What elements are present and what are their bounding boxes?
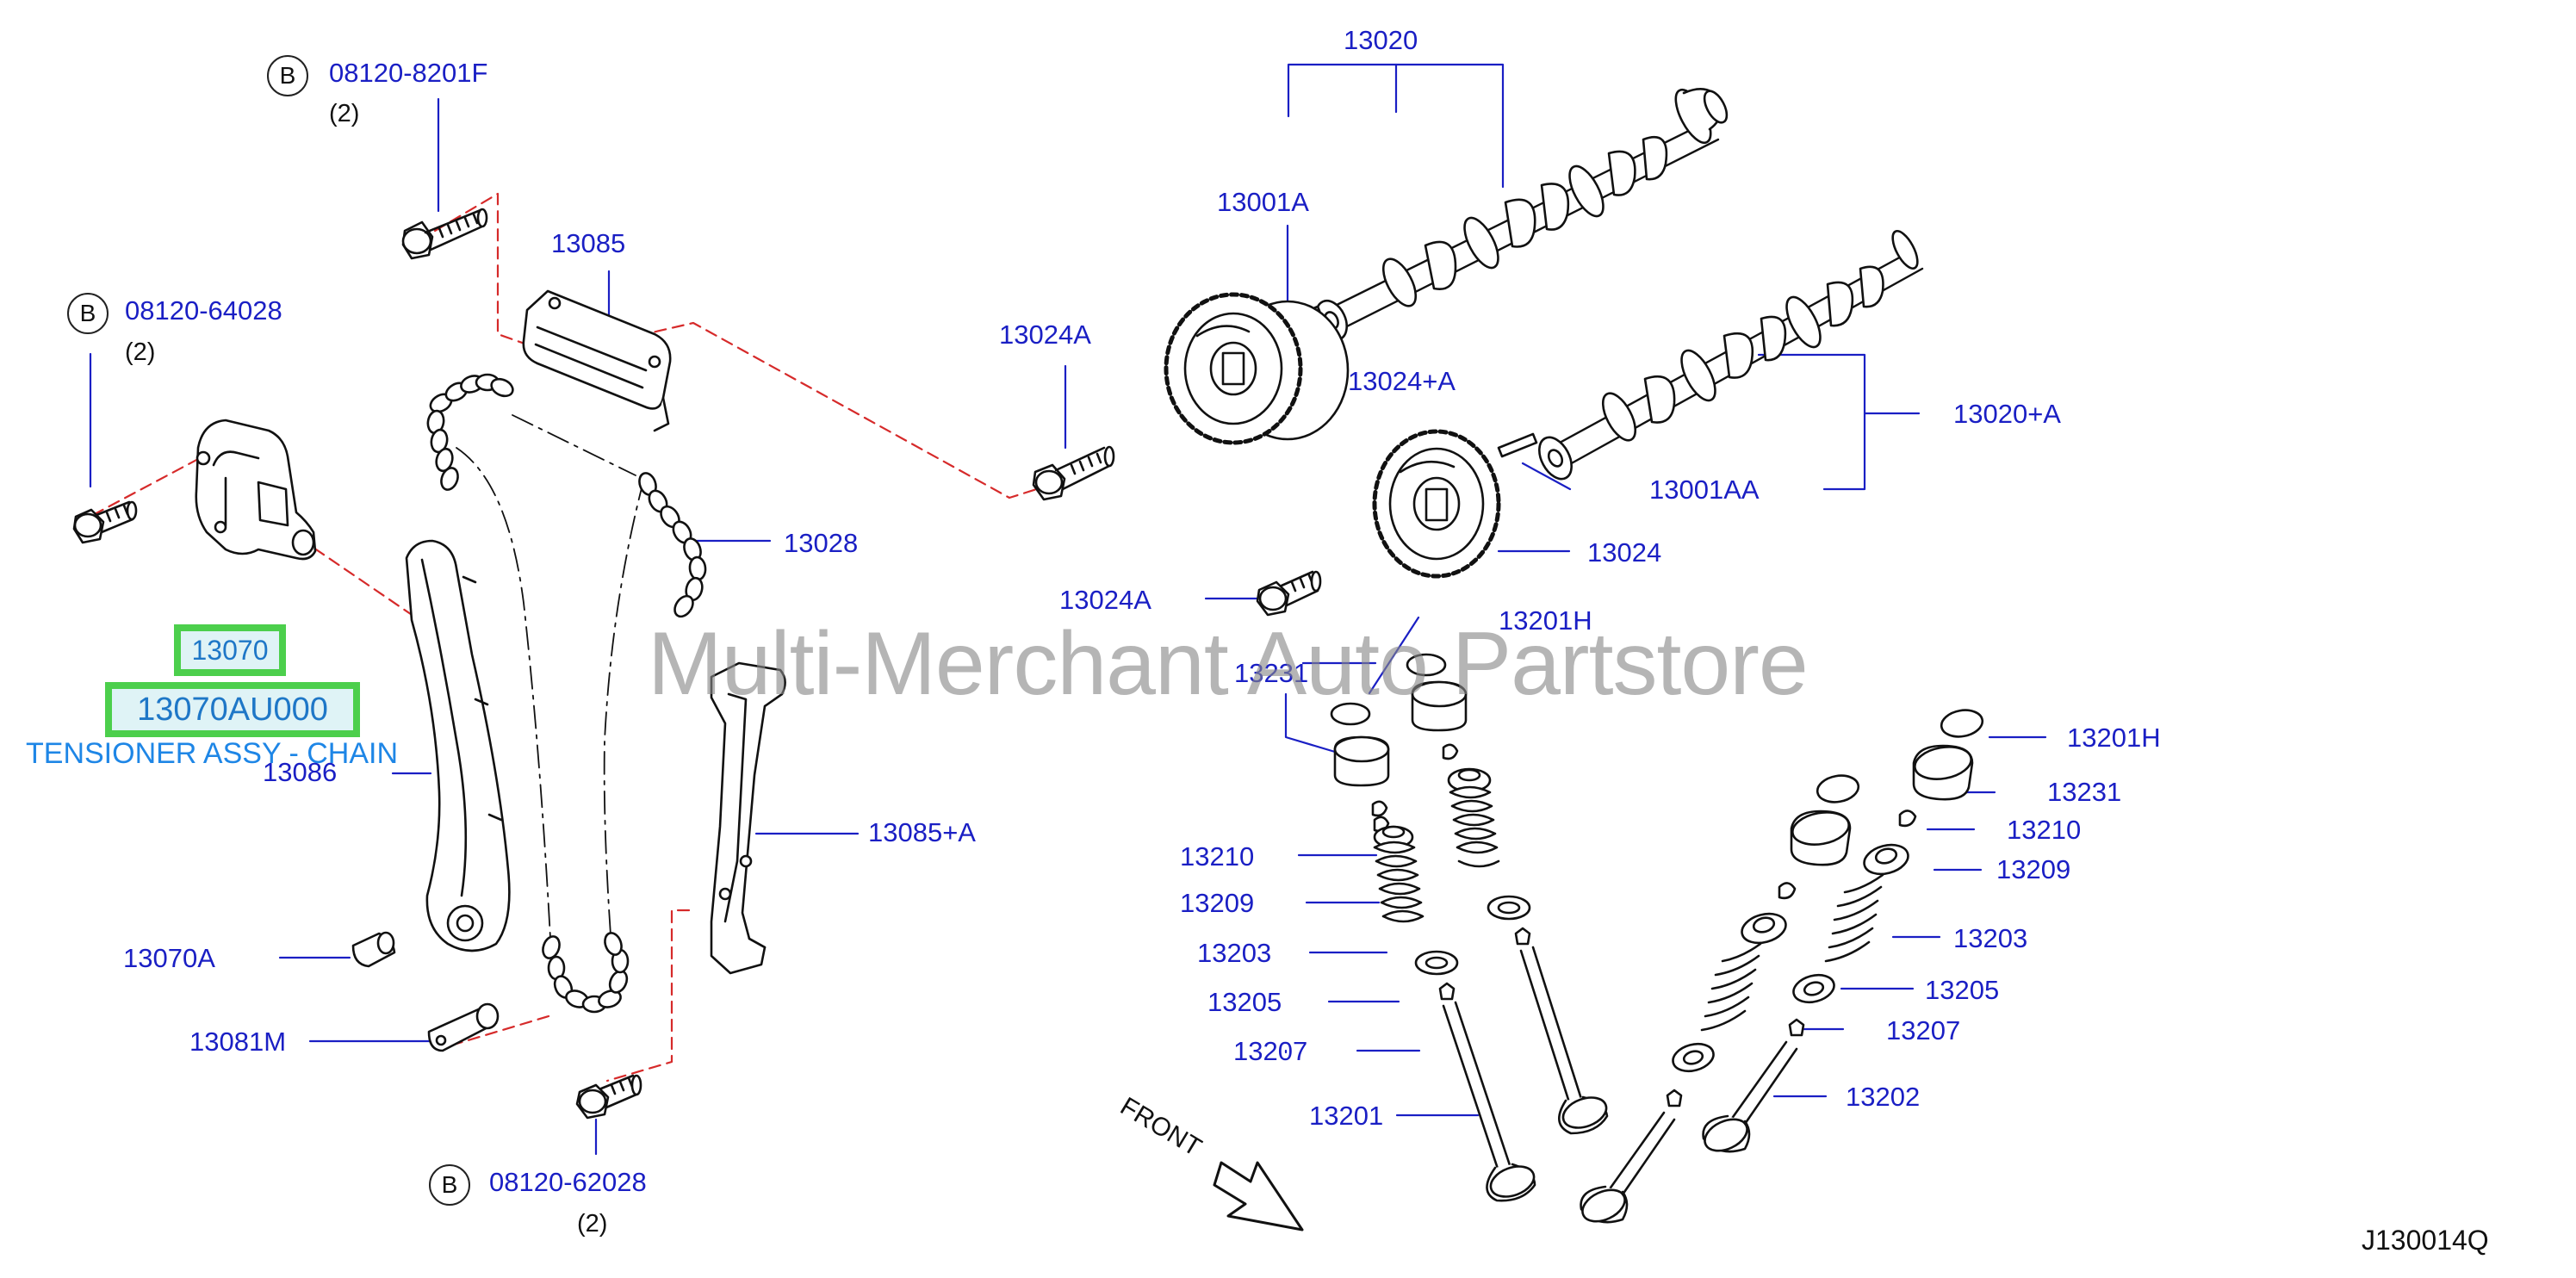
valve-train-right	[1702, 709, 1984, 1153]
part-13203-left-label[interactable]: 13203	[1197, 938, 1272, 968]
highlighted-oem-number[interactable]: 13070AU000	[105, 682, 360, 737]
part-13081M-label[interactable]: 13081M	[189, 1027, 287, 1057]
part-13207-left-label[interactable]: 13207	[1233, 1036, 1308, 1066]
part-description: TENSIONER ASSY - CHAIN	[26, 737, 399, 770]
upper-chain-guide-13085	[522, 289, 672, 432]
part-13231-left-label[interactable]: 13231	[1234, 658, 1309, 688]
diagram-code: J130014Q	[2362, 1225, 2489, 1256]
chain-upper-left	[426, 373, 514, 491]
camshaft-lower	[1538, 229, 1924, 481]
valve-train-right-inner	[1580, 774, 1860, 1224]
part-13070A-label[interactable]: 13070A	[123, 943, 215, 973]
bolt-13024A-top	[1032, 445, 1115, 501]
part-13210-left-label[interactable]: 13210	[1180, 841, 1255, 872]
part-13024A-label[interactable]: 13024A	[999, 320, 1091, 350]
part-13202-label[interactable]: 13202	[1846, 1082, 1921, 1112]
part-13201H-left-label[interactable]: 13201H	[1499, 605, 1592, 636]
cam-sprocket-13024A	[1164, 292, 1350, 445]
camshaft-upper	[1315, 88, 1729, 342]
bolt-08120-62028	[575, 1074, 642, 1120]
part-13201H-right-label[interactable]: 13201H	[2067, 723, 2161, 753]
bolt-marker-circle: B	[429, 1164, 470, 1206]
part-13020-label[interactable]: 13020	[1344, 25, 1418, 55]
front-direction-arrow	[1213, 1161, 1304, 1231]
pin-13081M	[427, 1002, 500, 1052]
part-13085A-plus-label[interactable]: 13085+A	[868, 817, 976, 847]
part-08120-8201F-label[interactable]: 08120-8201F	[329, 58, 488, 88]
dowel-pin-13001AA	[1497, 432, 1538, 458]
part-08120-64028-label[interactable]: 08120-64028	[125, 295, 282, 326]
chain-tension-guide-13086	[405, 539, 511, 952]
part-13086-label[interactable]: 13086	[263, 757, 338, 787]
bolt-13024A-mid	[1256, 570, 1322, 617]
part-13001A-label[interactable]: 13001A	[1217, 187, 1309, 217]
chain-slack-guide-13085A	[710, 661, 786, 975]
part-13024A-plus-label[interactable]: 13024+A	[1348, 366, 1456, 396]
part-13210-right-label[interactable]: 13210	[2007, 815, 2082, 845]
valve-train-center	[1406, 653, 1609, 1135]
part-13024-label[interactable]: 13024	[1587, 537, 1662, 568]
quantity-08120-64028: (2)	[125, 338, 156, 366]
part-13231-right-label[interactable]: 13231	[2047, 777, 2122, 807]
quantity-08120-62028: (2)	[577, 1210, 608, 1238]
assembly-guide-lines	[91, 192, 1044, 1083]
part-13205-left-label[interactable]: 13205	[1207, 987, 1282, 1017]
chain-tensioner-13070	[195, 419, 317, 561]
part-13001AA-label[interactable]: 13001AA	[1649, 475, 1760, 505]
chain-bottom	[542, 932, 630, 1014]
part-13209-left-label[interactable]: 13209	[1180, 888, 1255, 918]
cam-sprocket-13024	[1372, 429, 1501, 579]
quantity-08120-8201F: (2)	[329, 100, 360, 127]
highlighted-part-number[interactable]: 13070	[174, 624, 286, 676]
part-13201-label[interactable]: 13201	[1309, 1101, 1384, 1131]
chain-path	[456, 414, 645, 955]
part-13203-right-label[interactable]: 13203	[1953, 923, 2028, 953]
part-13209-right-label[interactable]: 13209	[1996, 854, 2071, 884]
part-13024A-mid-label[interactable]: 13024A	[1059, 585, 1151, 615]
part-13207-right-label[interactable]: 13207	[1886, 1015, 1961, 1045]
valve-train-left	[1330, 702, 1536, 1202]
part-13020A-plus-label[interactable]: 13020+A	[1953, 399, 2061, 429]
bolt-marker-circle: B	[67, 293, 109, 334]
bolt-08120-64028	[72, 500, 138, 544]
part-08120-62028-label[interactable]: 08120-62028	[489, 1167, 647, 1197]
chain-right	[638, 472, 707, 618]
part-13028-label[interactable]: 13028	[784, 528, 859, 558]
bolt-08120-8201F	[401, 208, 488, 260]
store-watermark: Multi-Merchant Auto Partstore	[648, 614, 1809, 714]
leader-lines	[89, 63, 2047, 1156]
part-13085-label[interactable]: 13085	[551, 228, 626, 258]
pin-13070A	[351, 931, 396, 968]
bolt-marker-circle: B	[267, 55, 308, 96]
timing-chain-13028	[426, 373, 707, 1014]
part-13205-right-label[interactable]: 13205	[1925, 975, 2000, 1005]
